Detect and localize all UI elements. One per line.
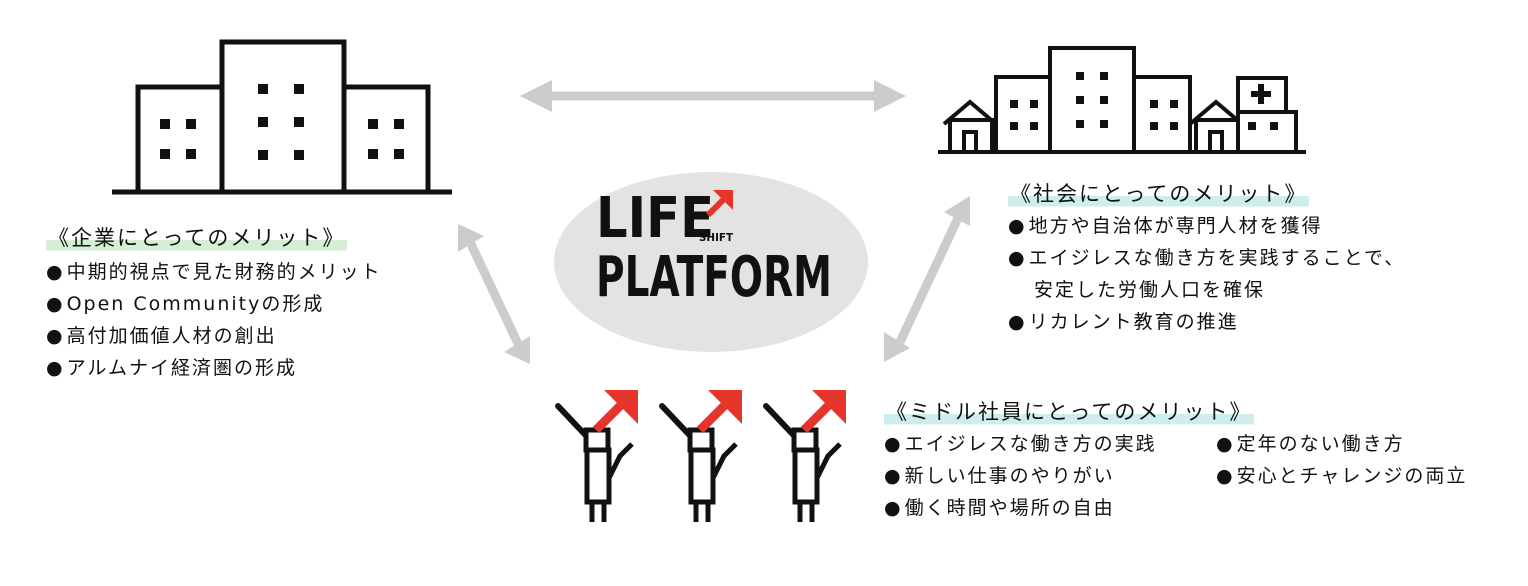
list-item: ●高付加価値人材の創出: [46, 325, 277, 347]
society-heading: 《社会にとってのメリット》: [1008, 180, 1310, 208]
people-pointing-up-icon: [558, 390, 846, 522]
arrow-top-double: [520, 80, 906, 112]
list-item: ●安心とチャレンジの両立: [1216, 465, 1468, 487]
list-item: ●地方や自治体が専門人材を獲得: [1008, 215, 1323, 237]
logo-line1: LIFE: [596, 186, 714, 251]
person-figure: [662, 390, 742, 522]
company-benefits: 《企業にとってのメリット》 ●中期的視点で見た財務的メリット ●Open Com…: [46, 224, 382, 384]
employee-heading: 《ミドル社員にとってのメリット》: [884, 398, 1255, 426]
life-shift-platform-logo: LIFE SHIFT PLATFORM: [554, 172, 868, 352]
list-item: ●新しい仕事のやりがい: [884, 465, 1115, 487]
arrow-right-double: [884, 196, 970, 362]
employee-benefits-col1: ●エイジレスな働き方の実践 ●新しい仕事のやりがい ●働く時間や場所の自由: [884, 428, 1216, 524]
office-buildings-icon: [112, 39, 452, 195]
logo-badge: SHIFT: [699, 231, 733, 244]
list-item: ●リカレント教育の推進: [1008, 311, 1239, 333]
arrow-left-double: [458, 224, 530, 364]
list-item: ●中期的視点で見た財務的メリット: [46, 261, 382, 283]
list-item: ●Open Communityの形成: [46, 293, 325, 315]
list-item-continuation: 安定した労働人口を確保: [1034, 279, 1266, 301]
society-benefits: 《社会にとってのメリット》 ●地方や自治体が専門人材を獲得 ●エイジレスな働き方…: [1008, 180, 1405, 338]
list-item: ●エイジレスな働き方の実践: [884, 433, 1157, 455]
list-item: ●働く時間や場所の自由: [884, 497, 1115, 519]
logo-ellipse: [554, 172, 868, 352]
logo-arrow-icon: [705, 190, 733, 218]
person-figure: [766, 390, 846, 522]
employee-benefits: 《ミドル社員にとってのメリット》 ●エイジレスな働き方の実践 ●新しい仕事のやり…: [884, 398, 1467, 524]
employee-benefits-col2: ●定年のない働き方 ●安心とチャレンジの両立: [1216, 428, 1467, 524]
arrows: [458, 80, 970, 364]
list-item: ●定年のない働き方: [1216, 433, 1405, 455]
list-item: ●アルムナイ経済圏の形成: [46, 357, 298, 379]
list-item: ●エイジレスな働き方を実践することで、: [1008, 247, 1406, 269]
person-figure: [558, 390, 638, 522]
company-heading: 《企業にとってのメリット》: [46, 224, 348, 252]
town-icon: [938, 46, 1306, 154]
logo-line2: PLATFORM: [596, 245, 832, 310]
